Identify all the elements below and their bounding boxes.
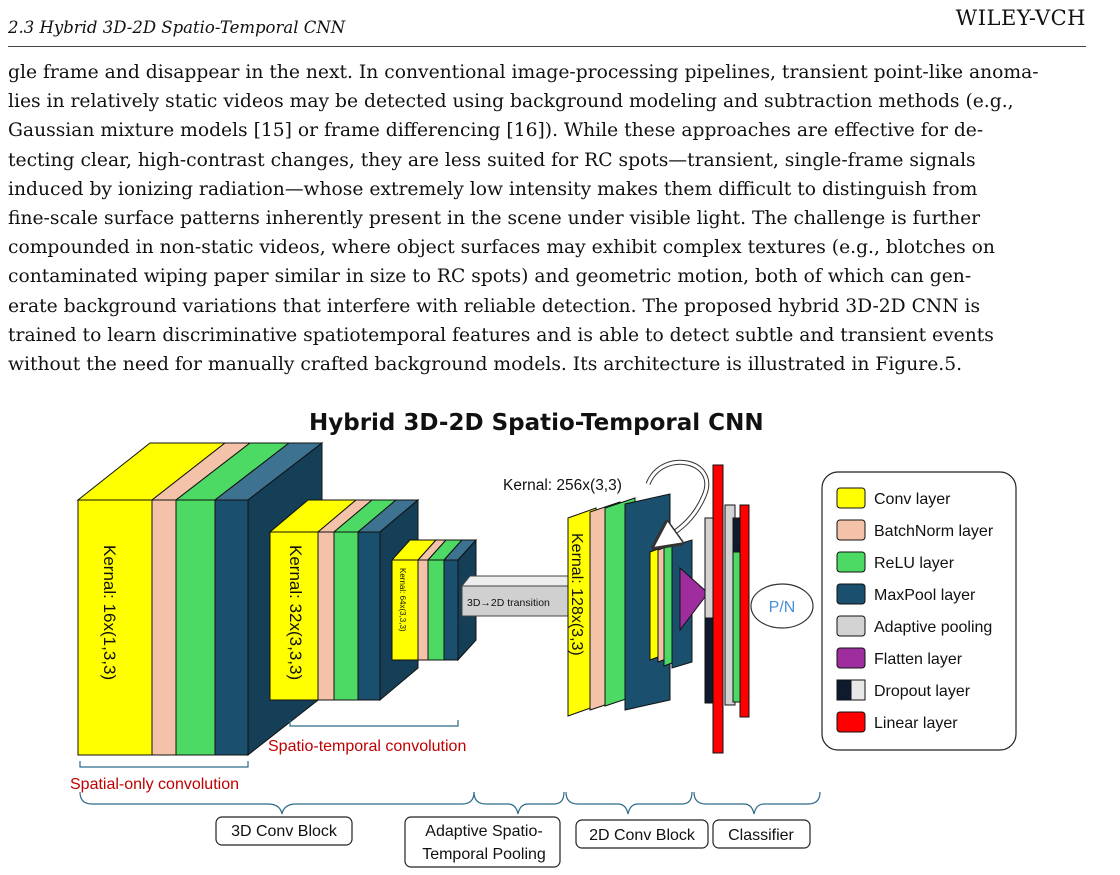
block-label-classifier: Classifier <box>728 827 794 844</box>
block-brace-conv2d <box>565 791 693 815</box>
kernel-label-1: Kernal: 16x(1,3,3) <box>100 545 119 680</box>
architecture-figure: Hybrid 3D-2D Spatio-Temporal CNN <box>0 400 1120 875</box>
kernel-label-3: Kernal: 64x(3,3,3) <box>398 568 407 632</box>
legend-swatch-dropout <box>836 679 866 701</box>
block-brace-conv3d <box>79 791 475 815</box>
spatial-bracket <box>79 761 249 768</box>
legend-label: Adaptive pooling <box>874 619 992 636</box>
conv2d-small-stack <box>649 539 709 669</box>
text-line: tecting clear, high-contrast changes, th… <box>8 149 976 171</box>
spatiotemporal-label: Spatio-temporal convolution <box>268 738 466 755</box>
section-heading: 2.3 Hybrid 3D-2D Spatio-Temporal CNN <box>8 18 346 37</box>
figure-title: Hybrid 3D-2D Spatio-Temporal CNN <box>309 410 764 436</box>
text-line: fine-scale surface patterns inherently p… <box>8 208 981 230</box>
text-line: lies in relatively static videos may be … <box>8 91 1014 113</box>
legend-label: Conv layer <box>874 491 951 508</box>
legend-swatch-relu <box>836 551 866 573</box>
legend-swatch-maxpool <box>836 583 866 605</box>
kernel-label-5: Kernal: 256x(3,3) <box>503 477 622 494</box>
classifier-stack <box>704 464 750 754</box>
block-box-conv2d <box>575 819 709 849</box>
legend-label: BatchNorm layer <box>874 523 994 540</box>
legend-swatch-adaptive <box>836 615 866 637</box>
text-line: without the need for manually crafted ba… <box>8 354 963 376</box>
legend: Conv layer BatchNorm layer ReLU layer Ma… <box>821 471 1017 751</box>
page-header: 2.3 Hybrid 3D-2D Spatio-Temporal CNN WIL… <box>8 0 1086 47</box>
spatial-label: Spatial-only convolution <box>70 776 239 793</box>
text-line: compounded in non-static videos, where o… <box>8 237 995 259</box>
legend-label: Flatten layer <box>874 651 963 668</box>
kernel-label-2: Kernal: 32x(3,3,3) <box>286 545 305 680</box>
text-line: contaminated wiping paper similar in siz… <box>8 266 972 288</box>
output-label: P/N <box>769 599 796 616</box>
output-node <box>750 583 814 629</box>
text-line: gle frame and disappear in the next. In … <box>8 62 1039 83</box>
block-brace-classifier <box>693 791 821 815</box>
legend-label: Linear layer <box>874 715 958 732</box>
legend-swatch-batchnorm <box>836 519 866 541</box>
text-line: induced by ionizing radiation—whose extr… <box>8 178 978 200</box>
publisher-logo: WILEY-VCH <box>955 6 1086 30</box>
legend-swatch-linear <box>836 711 866 733</box>
block-box-classifier <box>712 819 811 849</box>
text-line: erate background variations that interfe… <box>8 295 981 317</box>
legend-swatch-conv <box>836 487 866 509</box>
block-box-conv3d <box>215 816 353 846</box>
block-label-conv2d: 2D Conv Block <box>589 827 696 844</box>
spatiotemporal-bracket <box>289 720 459 727</box>
transition-block: 3D→2D transition <box>460 575 578 617</box>
block-label-conv3d: 3D Conv Block <box>231 823 338 840</box>
block-brace-pool <box>473 791 565 815</box>
legend-label: MaxPool layer <box>874 587 976 604</box>
legend-label: Dropout layer <box>874 683 971 700</box>
transition-label: 3D→2D transition <box>467 597 550 609</box>
legend-label: ReLU layer <box>874 555 955 572</box>
block-box-pool <box>404 816 561 868</box>
body-paragraph: gle frame and disappear in the next. In … <box>8 58 1088 379</box>
legend-swatch-flatten <box>836 647 866 669</box>
text-line: Gaussian mixture models [15] or frame di… <box>8 120 984 142</box>
architecture-diagram: Kernal: 16x(1,3,3) Kernal: 32x(3,3,3) <box>70 441 1017 868</box>
conv2d-stack: Kernal: 128x(3,3) <box>567 493 671 717</box>
conv3d-stack-3: Kernal: 64x(3,3,3) <box>390 538 478 662</box>
block-label-pool-1: Adaptive Spatio- <box>425 823 542 840</box>
kernel-label-4: Kernal: 128x(3,3) <box>568 533 585 656</box>
block-label-pool-2: Temporal Pooling <box>422 846 546 863</box>
text-line: trained to learn discriminative spatiote… <box>8 324 994 346</box>
